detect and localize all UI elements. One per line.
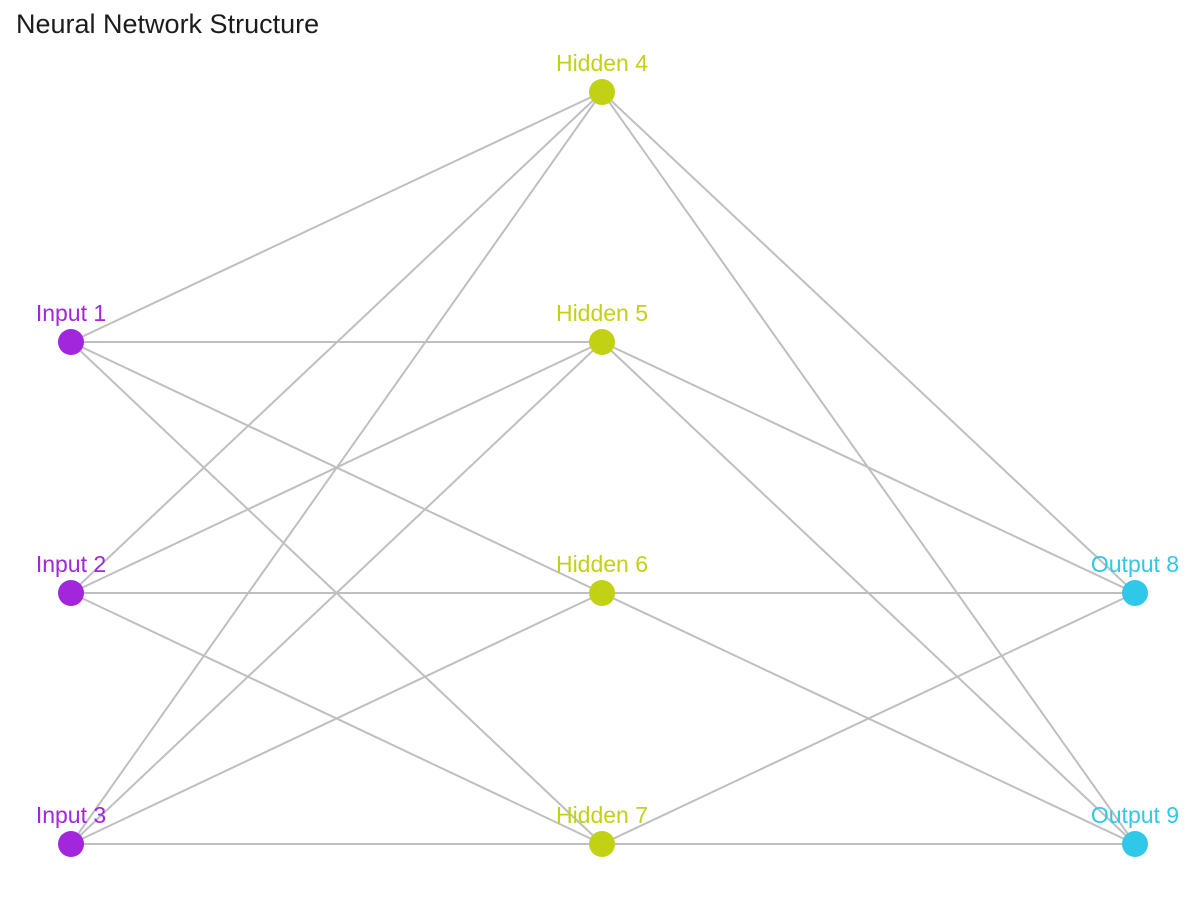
node-hidden-7 [589,831,615,857]
edge-3-4 [70,91,603,845]
edge-5-8 [601,341,1136,594]
node-input-2 [58,580,84,606]
node-label-input-3: Input 3 [36,802,106,828]
node-hidden-4 [589,79,615,105]
node-hidden-6 [589,580,615,606]
node-label-hidden-7: Hidden 7 [556,802,648,828]
chart-title: Neural Network Structure [16,9,319,39]
node-label-hidden-6: Hidden 6 [556,551,648,577]
edge-3-6 [70,592,603,845]
nodes-group: Input 1 Input 2 Input 3 Hidden 4 Hidden 5 Hid… [36,50,1179,857]
node-hidden-5 [589,329,615,355]
edge-7-8 [601,592,1136,845]
node-input-3 [58,831,84,857]
edge-3-5 [70,341,603,845]
node-output-9 [1122,831,1148,857]
node-output-8 [1122,580,1148,606]
edges-group [70,91,1136,845]
edge-4-8 [601,91,1136,594]
edge-2-4 [70,91,603,594]
node-label-input-1: Input 1 [36,300,106,326]
node-input-1 [58,329,84,355]
node-label-hidden-4: Hidden 4 [556,50,648,76]
node-label-input-2: Input 2 [36,551,106,577]
node-label-output-9: Output 9 [1091,802,1179,828]
node-label-hidden-5: Hidden 5 [556,300,648,326]
edge-1-4 [70,91,603,343]
node-label-output-8: Output 8 [1091,551,1179,577]
